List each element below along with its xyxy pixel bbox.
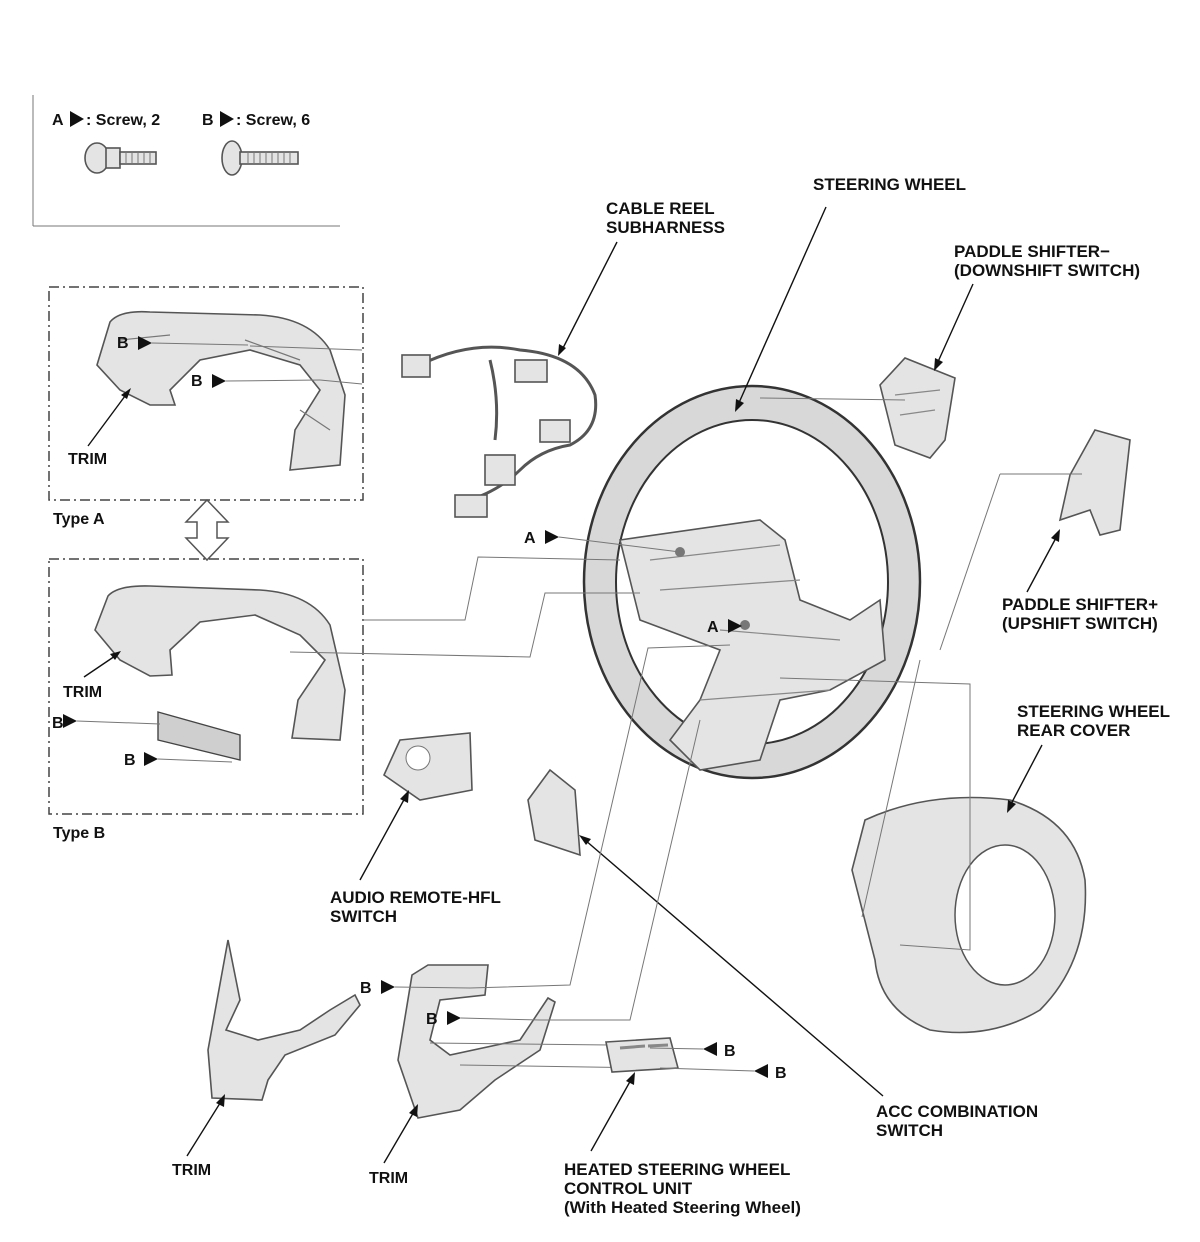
screw-b-callout: B <box>124 752 136 769</box>
audio-switch-label-line2: SWITCH <box>330 907 397 926</box>
screw-b-callout: B <box>724 1043 736 1060</box>
type-b-lower-trim-shape <box>157 711 241 761</box>
paddle-shifter-downshift: PADDLE SHIFTER− (DOWNSHIFT SWITCH) <box>759 242 1140 459</box>
screw-b-callout: B <box>52 715 64 732</box>
heated-unit-label-line2: CONTROL UNIT <box>564 1179 693 1198</box>
type-a-frame: B B TRIM Type A <box>48 286 364 528</box>
audio-switch-label-line1: AUDIO REMOTE-HFL <box>330 888 501 907</box>
type-b-label: Type B <box>53 825 105 842</box>
rear-cover-label-line2: REAR COVER <box>1017 721 1130 740</box>
screw-b-arrow-icon <box>212 374 226 388</box>
screw-b-arrow-icon <box>138 336 152 350</box>
heated-steering-wheel-control-unit: B B HEATED STEERING WHEEL CONTROL UNIT (… <box>564 1037 801 1217</box>
screw-b-arrow-icon <box>381 980 395 994</box>
screw-b-callout: B <box>117 335 129 352</box>
legend-b-letter: B <box>202 112 214 129</box>
screw-b-arrow-icon <box>447 1011 461 1025</box>
cable-reel-subharness: CABLE REEL SUBHARNESS <box>401 199 725 518</box>
rear-cover-label-line1: STEERING WHEEL <box>1017 702 1170 721</box>
lower-trim-left-shape <box>207 939 361 1101</box>
trim-label: TRIM <box>68 451 107 468</box>
type-a-trim-shape <box>96 310 346 471</box>
heated-unit-label-line3: (With Heated Steering Wheel) <box>564 1198 801 1217</box>
screw-b-callout: B <box>191 373 203 390</box>
screw-b-callout: B <box>426 1011 438 1028</box>
screw-b-arrow-icon <box>63 714 77 728</box>
screw-b-callout: B <box>775 1065 787 1082</box>
paddle-shifter-upshift: PADDLE SHIFTER+ (UPSHIFT SWITCH) <box>939 429 1158 651</box>
trim-label: TRIM <box>172 1162 211 1179</box>
screw-b-arrow-icon <box>703 1042 717 1056</box>
heated-unit-shape <box>605 1037 680 1073</box>
trim-label: TRIM <box>63 684 102 701</box>
legend-b-text: : Screw, 6 <box>236 112 310 129</box>
paddle-upshift-label-line2: (UPSHIFT SWITCH) <box>1002 614 1158 633</box>
screw-a-arrow-icon <box>728 619 742 633</box>
heated-unit-label-line1: HEATED STEERING WHEEL <box>564 1160 790 1179</box>
screw-b-arrow-icon <box>754 1064 768 1078</box>
paddle-upshift-shape <box>1058 429 1131 536</box>
steering-wheel-label: STEERING WHEEL <box>813 175 966 194</box>
paddle-downshift-shape <box>879 357 956 459</box>
lower-trim-center-shape <box>397 964 556 1119</box>
audio-remote-hfl-switch: AUDIO REMOTE-HFL SWITCH <box>330 732 501 926</box>
swap-arrow-icon <box>184 498 230 562</box>
acc-switch-shape <box>527 768 581 857</box>
cable-reel-label-line1: CABLE REEL <box>606 199 715 218</box>
lower-trim-center: TRIM B B <box>360 644 731 1187</box>
legend-b-arrow-icon <box>220 111 234 127</box>
screw-legend: A : Screw, 2 B : Screw, 6 <box>32 95 340 227</box>
screw-b-callout: B <box>360 980 372 997</box>
steering-wheel: STEERING WHEEL A A <box>524 175 966 780</box>
audio-switch-shape <box>382 732 473 801</box>
screw-a-callout: A <box>707 619 719 636</box>
cable-reel-label-line2: SUBHARNESS <box>606 218 725 237</box>
steering-wheel-hub-shape <box>619 519 886 771</box>
paddle-downshift-label-line2: (DOWNSHIFT SWITCH) <box>954 261 1140 280</box>
type-a-label: Type A <box>53 511 105 528</box>
lower-trim-left: TRIM <box>172 939 361 1179</box>
screw-b-arrow-icon <box>144 752 158 766</box>
legend-a-text: : Screw, 2 <box>86 112 160 129</box>
screw-a-callout: A <box>524 530 536 547</box>
acc-switch-label-line2: SWITCH <box>876 1121 943 1140</box>
screw-a-icon <box>84 142 157 174</box>
acc-combination-switch: ACC COMBINATION SWITCH <box>527 768 1038 1140</box>
acc-switch-label-line1: ACC COMBINATION <box>876 1102 1038 1121</box>
legend-a-arrow-icon <box>70 111 84 127</box>
paddle-upshift-label-line1: PADDLE SHIFTER+ <box>1002 595 1158 614</box>
screw-a-arrow-icon <box>545 530 559 544</box>
type-b-trim-shape <box>94 585 346 741</box>
legend-a-letter: A <box>52 112 64 129</box>
paddle-downshift-label-line1: PADDLE SHIFTER− <box>954 242 1110 261</box>
type-b-frame: TRIM B B Type B <box>48 558 364 842</box>
steering-wheel-rear-cover: STEERING WHEEL REAR COVER <box>779 659 1170 1034</box>
trim-label: TRIM <box>369 1170 408 1187</box>
screw-b-icon <box>221 140 299 176</box>
